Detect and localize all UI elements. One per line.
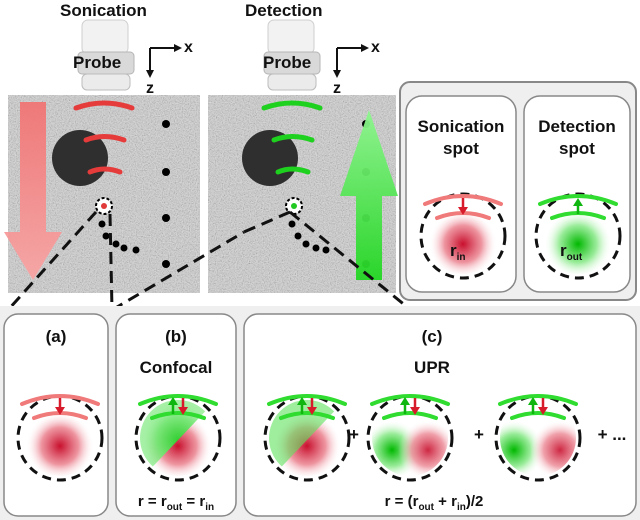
detection-spot-line1: Detection xyxy=(538,117,615,136)
detection-spot-glyph xyxy=(534,192,622,280)
sonication-direction-arrow xyxy=(4,102,62,280)
sonication-wavefronts xyxy=(73,100,135,175)
panel-b-title: Confocal xyxy=(140,358,213,377)
scatterers-sonication xyxy=(98,120,170,268)
probe-sonication-icon xyxy=(77,19,135,91)
panel-c-equation: r = (rout + rin)/2 xyxy=(385,493,484,513)
detection-spot-line2: spot xyxy=(559,139,595,158)
detection-title: Detection xyxy=(245,1,322,20)
panel-c-plus-1: + xyxy=(349,425,359,444)
panel-c-glyph-1 xyxy=(263,394,351,482)
probe-label-detection: Probe xyxy=(263,53,311,72)
axis-x-sonication: x xyxy=(184,39,193,56)
axis-icon-detection xyxy=(333,44,369,78)
panel-b-equation: r = rout = rin xyxy=(138,493,214,513)
axis-z-sonication: z xyxy=(146,80,154,97)
detection-spot-radius: rout xyxy=(560,241,583,263)
detection-wavefronts xyxy=(261,100,323,175)
sonication-spot-glyph xyxy=(419,192,507,280)
sonication-title: Sonication xyxy=(60,1,147,20)
panel-b-glyph xyxy=(134,394,222,482)
panel-c-label: (c) xyxy=(422,327,443,346)
panel-b-label: (b) xyxy=(165,327,187,346)
axis-z-detection: z xyxy=(333,80,341,97)
sonication-spot-line2: spot xyxy=(443,139,479,158)
panel-a-glyph xyxy=(16,394,104,482)
panel-c-title: UPR xyxy=(414,358,450,377)
focal-spot-sonication xyxy=(95,197,113,215)
sonication-spot-line1: Sonication xyxy=(418,117,505,136)
axis-x-detection: x xyxy=(371,39,380,56)
panel-c-ellipsis: + ... xyxy=(598,425,627,444)
axis-icon-sonication xyxy=(146,44,182,78)
probe-detection-icon xyxy=(263,19,321,91)
probe-label-sonication: Probe xyxy=(73,53,121,72)
sonication-spot-radius: rin xyxy=(450,241,466,263)
panel-c-plus-2: + xyxy=(474,425,484,444)
detection-direction-arrow xyxy=(340,110,398,280)
panel-a-label: (a) xyxy=(46,327,67,346)
zoom-lines xyxy=(6,210,407,312)
